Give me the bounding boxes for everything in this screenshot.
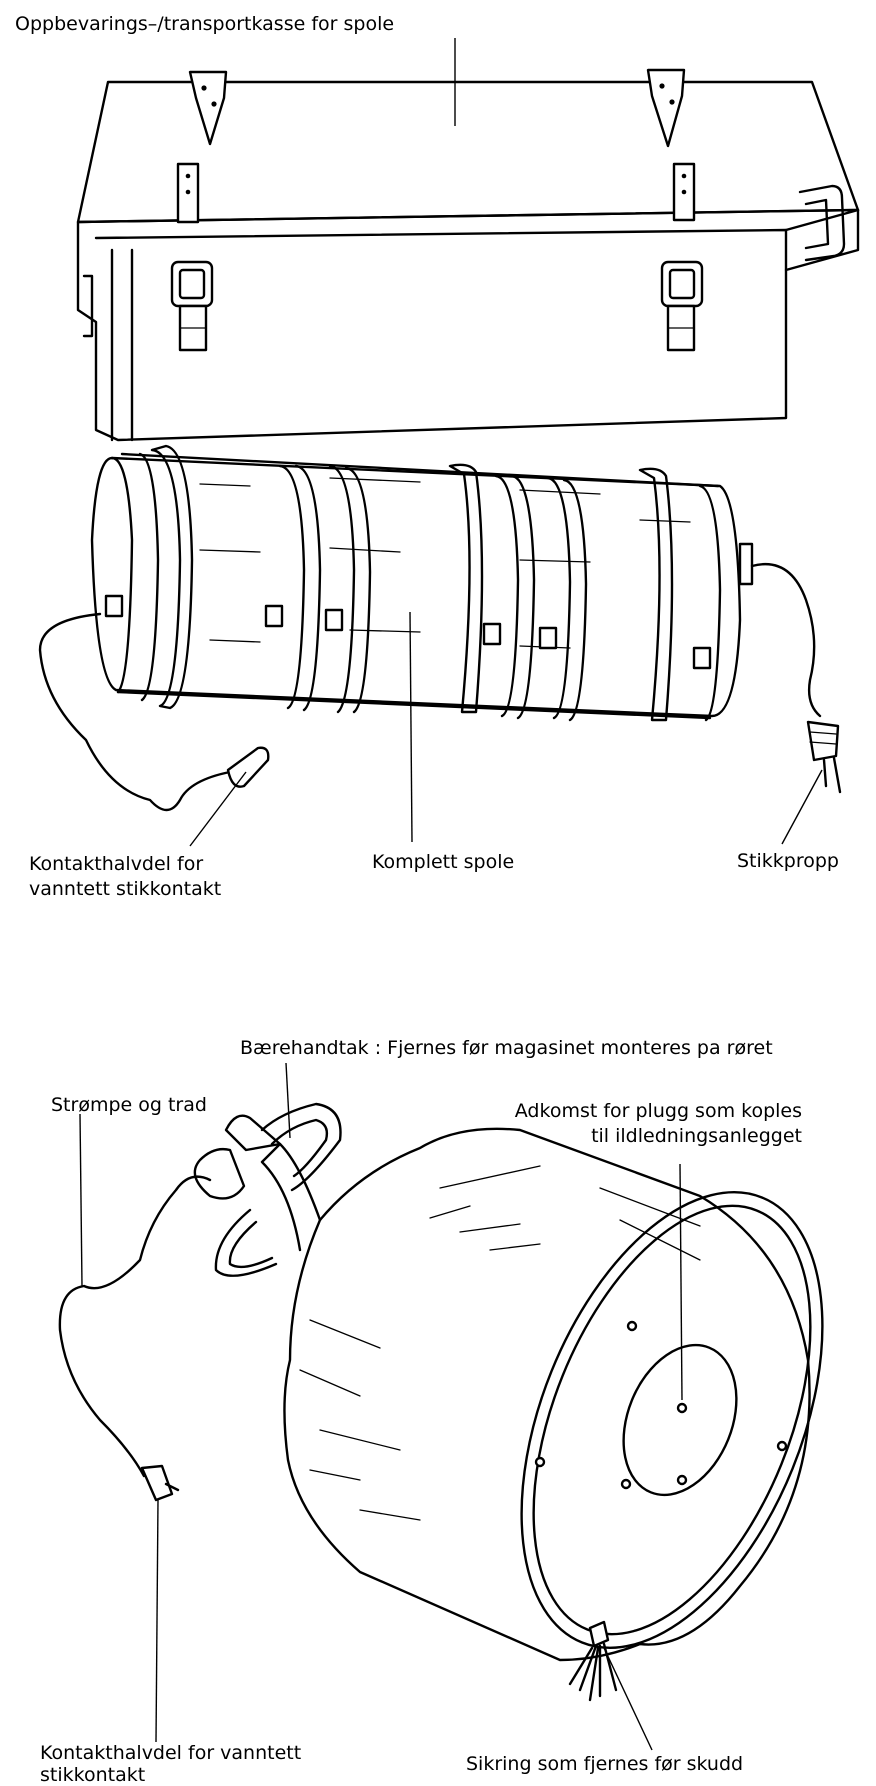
- label-socket-2-line1: Kontakthalvdel for vanntett: [40, 1742, 302, 1764]
- label-spool: Komplett spole: [372, 851, 515, 873]
- label-socket-2: Kontakthalvdel for vanntett stikkontakt: [40, 1742, 301, 1786]
- transport-case-drawing: [76, 68, 860, 442]
- label-plug: Stikkpropp: [737, 850, 839, 872]
- label-socket-1-line2: vanntett stikkontakt: [29, 878, 222, 900]
- label-socket-1: Kontakthalvdel for vanntett stikkontakt: [29, 852, 221, 902]
- magazine-drawing: [58, 1102, 824, 1702]
- label-socket-1-line1: Kontakthalvdel for: [29, 853, 204, 875]
- label-fuse: Sikring som fjernes før skudd: [466, 1753, 744, 1775]
- label-case: Oppbevarings–/transportkasse for spole: [15, 13, 395, 35]
- spool-drawing: [38, 444, 842, 812]
- label-access-line2: til ildledningsanlegget: [591, 1125, 802, 1147]
- label-access-line1: Adkomst for plugg som koples: [514, 1100, 802, 1122]
- label-socket-2-line2: stikkontakt: [40, 1764, 146, 1786]
- label-handle: Bærehandtak : Fjernes før magasinet mont…: [240, 1037, 773, 1059]
- label-stocking: Strømpe og trad: [51, 1094, 207, 1116]
- label-access: Adkomst for plugg som koples til ildledn…: [472, 1099, 802, 1149]
